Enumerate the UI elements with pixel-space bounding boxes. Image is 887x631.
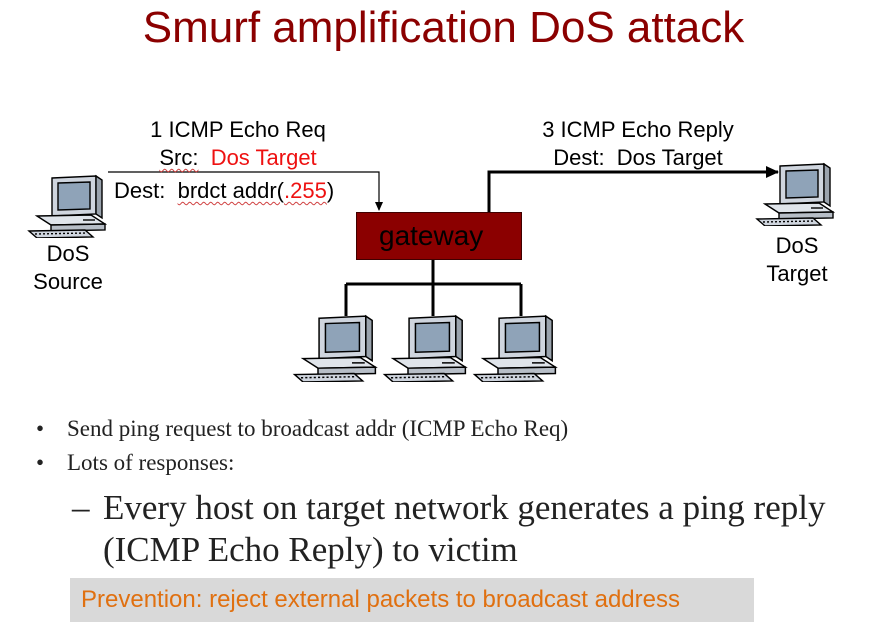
prevention-banner: Prevention: reject external packets to b… [70,578,754,622]
computer-icon [27,174,107,238]
bullet-item: •Send ping request to broadcast addr (IC… [36,416,569,441]
computer-icon [382,314,468,382]
reply-arrow [487,166,779,212]
bullet-list: •Send ping request to broadcast addr (IC… [36,412,856,572]
prevention-text: Prevention: reject external packets to b… [81,586,680,613]
gateway-label: gateway [379,220,484,251]
step1-title: 1 ICMP Echo Req [150,117,326,142]
step1-destination: Dest: brdct addr(.255) [114,178,335,203]
bullet-item: •Lots of responses: [36,450,235,475]
computer-icon [292,314,378,382]
computer-icon [472,314,558,382]
slide-title: Smurf amplification DoS attack [142,3,745,52]
step3-destination: Dest: Dos Target [553,145,723,170]
computer-icon [755,162,835,226]
request-arrow [108,171,383,211]
step3-title: 3 ICMP Echo Reply [542,117,734,142]
step1-source: Src: Dos Target [159,145,317,170]
dos-target-label: DoS Target [766,233,828,286]
gateway-box: gateway [356,212,522,260]
dos-source-label: DoS Source [33,241,103,294]
